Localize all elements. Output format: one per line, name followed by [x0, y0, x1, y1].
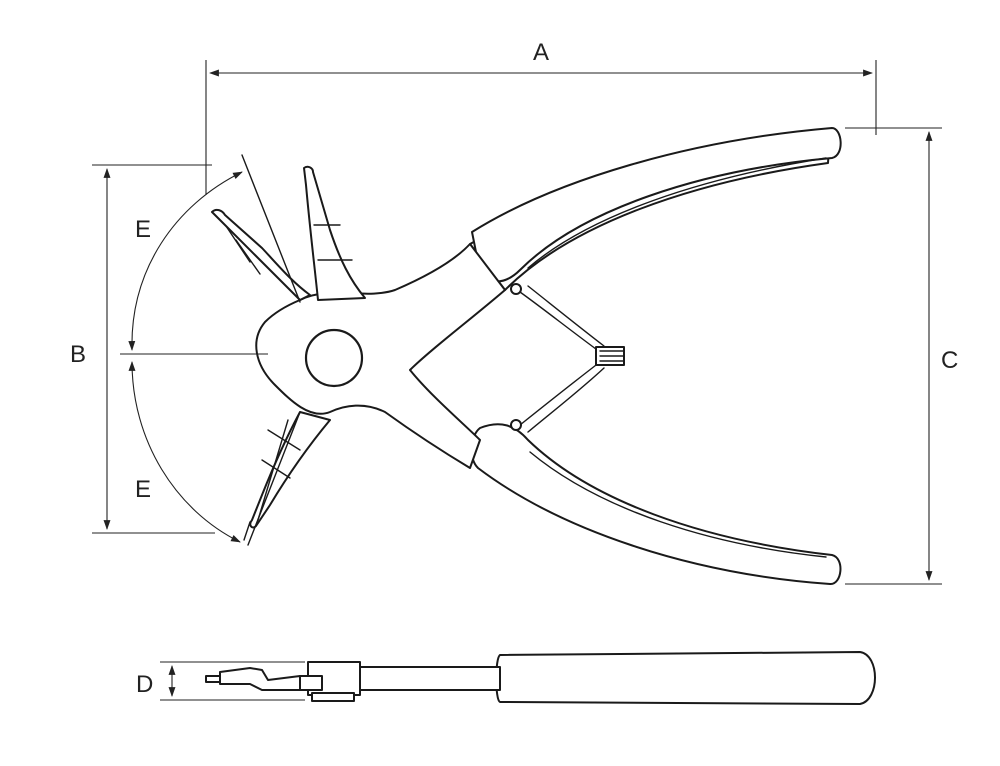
side-pivot-cap [311, 692, 355, 702]
label-E-lower: E [135, 476, 151, 503]
dimension-D [160, 661, 305, 701]
pliers-top-view [211, 127, 842, 585]
side-shaft [359, 666, 501, 691]
pliers-side-view [205, 651, 876, 705]
spring [519, 285, 625, 433]
label-A: A [533, 39, 549, 66]
dimension-B [92, 164, 215, 534]
lower-grip-inner-line [529, 451, 827, 558]
side-handle [495, 651, 876, 705]
upper-handle-grip [471, 127, 842, 283]
upper-rivet [510, 283, 522, 295]
lower-handle-grip [470, 423, 842, 585]
upper-grip-inner-line [527, 157, 827, 269]
pivot-hole [304, 328, 364, 388]
side-jaw [219, 667, 301, 691]
label-E-upper: E [135, 216, 151, 243]
label-B: B [70, 341, 86, 368]
label-C: C [941, 347, 958, 374]
jaw-upper-left [211, 208, 311, 301]
upper-opening-line [241, 154, 301, 303]
jaw-lower [249, 411, 331, 529]
dimension-C [845, 127, 942, 585]
jaw-upper-right [303, 165, 366, 301]
dimension-E [120, 171, 268, 543]
label-D: D [136, 671, 153, 698]
lower-rivet [510, 419, 522, 431]
lower-opening-line [247, 411, 301, 546]
